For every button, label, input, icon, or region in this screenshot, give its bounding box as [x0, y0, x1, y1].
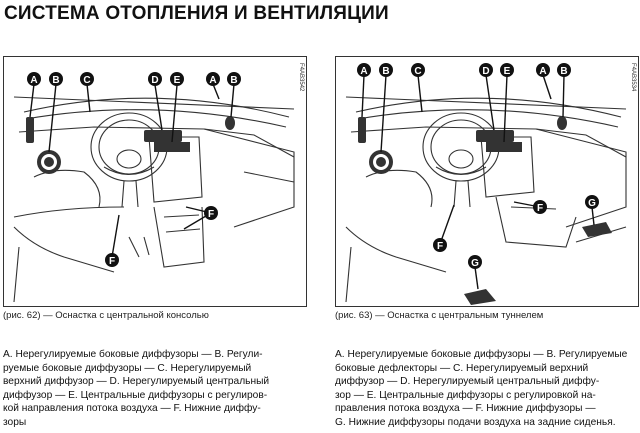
- dashboard-illustration: A B C D E A B F F G G: [345, 63, 627, 305]
- label-b: B: [382, 66, 389, 77]
- label-g: G: [471, 258, 479, 269]
- figure-63-tunnel: A B C D E A B F F G G F4AB3534: [335, 56, 639, 307]
- label-a: A: [360, 66, 367, 77]
- description-line: зоры: [3, 416, 27, 428]
- figure-63-caption: (рис. 63) — Оснастка с центральным тунне…: [335, 310, 544, 321]
- label-f: F: [109, 256, 115, 267]
- figure-63-description: A. Нерегулируемые боковые диффузоры — B.…: [335, 348, 639, 430]
- figure-62-description: A. Нерегулируемые боковые диффузоры — B.…: [3, 348, 305, 430]
- figure-code: F4AB3542: [298, 63, 304, 92]
- description-line: A. Нерегулируемые боковые диффузоры — B.…: [3, 349, 263, 360]
- figure-62-caption: (рис. 62) — Оснастка с центральной консо…: [3, 310, 209, 321]
- label-a: A: [30, 75, 37, 86]
- label-f-right: F: [537, 203, 543, 214]
- description-line: A. Нерегулируемые боковые диффузоры — B.…: [335, 349, 628, 360]
- label-a-right: A: [209, 75, 216, 86]
- page-title: СИСТЕМА ОТОПЛЕНИЯ И ВЕНТИЛЯЦИИ: [4, 3, 389, 24]
- label-f-right: F: [208, 209, 214, 220]
- label-c: C: [83, 75, 90, 86]
- description-line: диффузор — E. Центральные диффузоры с ре…: [3, 389, 268, 401]
- label-c: C: [414, 66, 421, 77]
- description-line: верхний диффузор — D. Нерегулируемый цен…: [3, 376, 270, 388]
- description-line: зор — E. Центральные диффузоры с регулир…: [335, 389, 596, 401]
- label-b-right: B: [230, 75, 237, 86]
- figure-code: F4AB3534: [630, 63, 636, 92]
- figure-62-console: A B C D E A B F F F4AB3542: [3, 56, 307, 307]
- label-e: E: [504, 66, 511, 77]
- description-line: руемые боковые диффузоры — C. Нерегулиру…: [3, 362, 252, 374]
- label-g-right: G: [588, 198, 596, 209]
- label-b: B: [52, 75, 59, 86]
- description-line: кой направления потока воздуха — F. Нижн…: [3, 403, 261, 415]
- description-line: диффузор — D. Нерегулируемый центральный…: [335, 376, 600, 388]
- label-b-right: B: [560, 66, 567, 77]
- description-line: боковые дефлекторы — C. Нерегулируемый в…: [335, 362, 589, 374]
- label-e: E: [174, 75, 181, 86]
- description-line: правления потока воздуха — F. Нижние диф…: [335, 403, 596, 415]
- label-f: F: [437, 241, 443, 252]
- label-a-right: A: [539, 66, 546, 77]
- description-line: G. Нижние диффузоры подачи воздуха на за…: [335, 416, 616, 428]
- label-d: D: [151, 75, 158, 86]
- label-d: D: [482, 66, 489, 77]
- dashboard-illustration: A B C D E A B F F: [13, 72, 295, 303]
